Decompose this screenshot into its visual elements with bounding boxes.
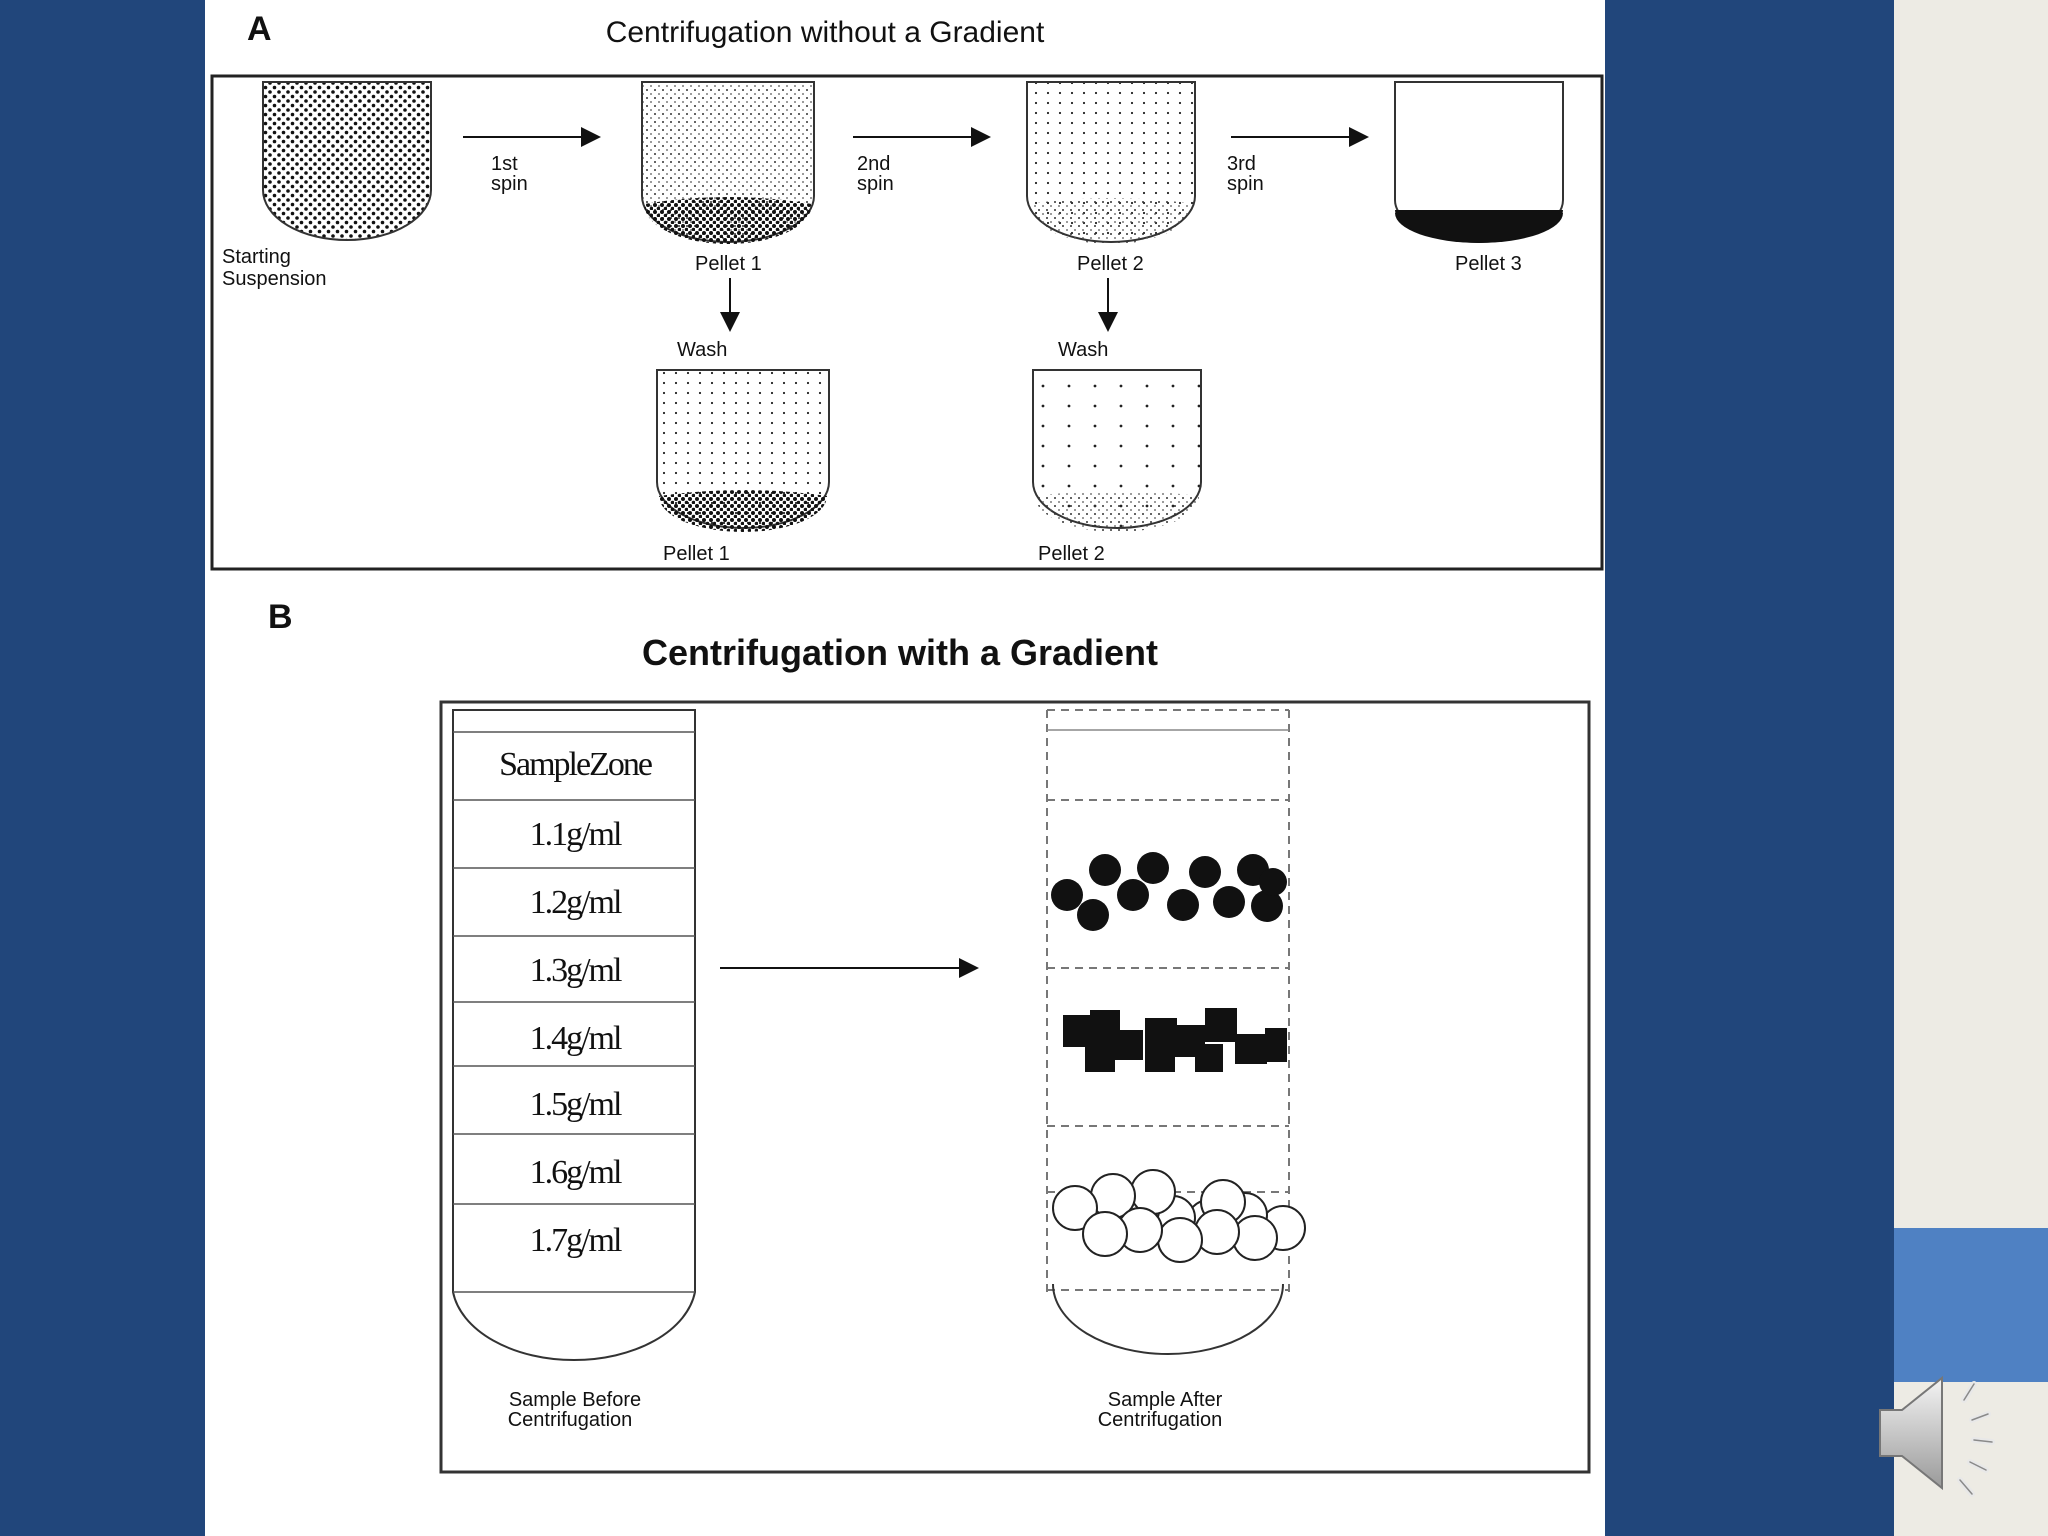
zone-1-2: 1.2g/ml xyxy=(530,884,622,921)
spin-3-label-2: spin xyxy=(1227,173,1264,195)
tube-pellet-2 xyxy=(1027,82,1195,244)
after-label-1: Sample After xyxy=(1108,1389,1223,1411)
spin-2-label-1: 2nd xyxy=(857,153,890,175)
speaker-icon xyxy=(1872,1368,2012,1498)
zone-1-7: 1.7g/ml xyxy=(530,1222,622,1259)
spin-1-label-1: 1st xyxy=(491,153,518,175)
spin-3-label-1: 3rd xyxy=(1227,153,1256,175)
zone-1-3: 1.3g/ml xyxy=(530,952,622,989)
panel-a-title: Centrifugation without a Gradient xyxy=(606,16,1045,49)
starting-label-1: Starting xyxy=(222,246,291,268)
panel-a: A Centrifugation without a Gradient Star… xyxy=(212,10,1602,569)
tube-pellet-1-washed xyxy=(657,370,829,532)
band-open-circles xyxy=(1053,1170,1305,1262)
zone-1-1: 1.1g/ml xyxy=(530,816,622,853)
tube-pellet-3 xyxy=(1395,82,1563,243)
panel-b: B Centrifugation with a Gradient SampleZ… xyxy=(268,598,1589,1472)
pellet-3-label: Pellet 3 xyxy=(1455,253,1522,275)
band-black-circles xyxy=(1051,852,1287,931)
zone-1-5: 1.5g/ml xyxy=(530,1086,622,1123)
before-label-1: Sample Before xyxy=(509,1389,641,1411)
panel-a-letter: A xyxy=(247,10,272,48)
zone-1-4: 1.4g/ml xyxy=(530,1020,622,1057)
zone-sample: SampleZone xyxy=(499,746,652,783)
tube-pellet-2-washed xyxy=(1033,370,1201,532)
band-black-squares xyxy=(1063,1008,1287,1072)
before-label-2: Centrifugation xyxy=(508,1409,633,1431)
starting-label-2: Suspension xyxy=(222,268,327,290)
slide-accent-square xyxy=(1894,1228,2048,1382)
pellet-1-washed-label: Pellet 1 xyxy=(663,543,730,565)
zone-1-6: 1.6g/ml xyxy=(530,1154,622,1191)
tube-starting-suspension xyxy=(263,82,431,240)
spin-2-label-2: spin xyxy=(857,173,894,195)
pellet-2-washed-label: Pellet 2 xyxy=(1038,543,1105,565)
tube-pellet-1 xyxy=(642,82,814,244)
wash-2-label: Wash xyxy=(1058,339,1108,361)
panel-b-letter: B xyxy=(268,598,293,636)
centrifugation-figure: A Centrifugation without a Gradient Star… xyxy=(205,0,1605,1536)
pellet-2-label: Pellet 2 xyxy=(1077,253,1144,275)
audio-button[interactable] xyxy=(1872,1368,2012,1498)
spin-1-label-2: spin xyxy=(491,173,528,195)
panel-b-title: Centrifugation with a Gradient xyxy=(642,632,1158,673)
after-label-2: Centrifugation xyxy=(1098,1409,1223,1431)
wash-1-label: Wash xyxy=(677,339,727,361)
pellet-1-label: Pellet 1 xyxy=(695,253,762,275)
